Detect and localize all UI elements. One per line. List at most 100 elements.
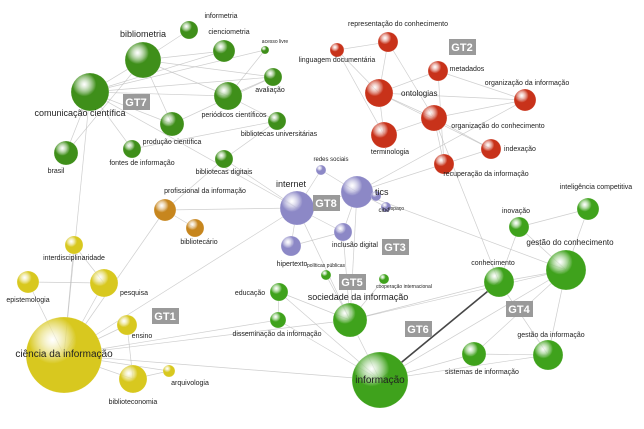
node-ic[interactable] [576, 197, 600, 221]
label-ensino: ensino [132, 333, 153, 340]
node-ci[interactable] [25, 316, 103, 394]
node-redes[interactable] [315, 164, 327, 176]
label-infomet: informetria [204, 13, 237, 20]
node-bibd[interactable] [214, 149, 234, 169]
group-tag-label: GT2 [451, 42, 472, 54]
node-info[interactable] [351, 351, 409, 409]
node-arqui[interactable] [162, 364, 176, 378]
label-repc: representação do conhecimento [348, 21, 448, 28]
node-coi[interactable] [378, 273, 390, 285]
node-gi[interactable] [532, 339, 564, 371]
node-pesq[interactable] [89, 268, 119, 298]
node-hiper[interactable] [280, 235, 302, 257]
label-cienc: cienciometria [208, 29, 249, 36]
node-inov[interactable] [508, 216, 530, 238]
node-incl[interactable] [333, 222, 353, 242]
group-tag-label: GT5 [341, 277, 362, 289]
node-lingd[interactable] [329, 42, 345, 58]
node-gc[interactable] [545, 249, 587, 291]
node-infomet[interactable] [179, 20, 199, 40]
group-tag-gt7: GT7 [123, 94, 150, 110]
edge-internet-comc [89, 91, 298, 209]
node-inter[interactable] [64, 235, 84, 255]
node-tics[interactable] [340, 175, 374, 209]
node-fontes[interactable] [122, 139, 142, 159]
node-brasil[interactable] [53, 140, 79, 166]
group-tag-box [506, 301, 533, 317]
label-bibd: bibliotecas digitais [196, 169, 253, 176]
group-tag-gt8: GT8 [313, 195, 340, 211]
node-dissem[interactable] [269, 311, 287, 329]
label-tics: tics [375, 187, 389, 197]
label-gi: gestão da informação [517, 332, 584, 339]
label-recup: recuperação da informação [443, 171, 528, 178]
label-inov: inovação [502, 208, 530, 215]
label-acesso: acesso livre [262, 39, 289, 45]
label-index: indexação [504, 146, 536, 153]
node-ensino[interactable] [116, 314, 138, 336]
label-bibliot: bibliotecário [180, 239, 217, 246]
group-tag-label: GT4 [508, 304, 530, 316]
node-biblio[interactable] [118, 364, 148, 394]
group-tag-gt6: GT6 [405, 321, 432, 337]
label-perc: periódicos científicos [202, 112, 267, 119]
node-comc[interactable] [70, 72, 110, 112]
label-pesq: pesquisa [120, 290, 148, 297]
group-tag-gt1: GT1 [152, 308, 179, 324]
edge-info-gc [379, 269, 567, 381]
label-aval: avaliação [255, 87, 285, 94]
edge-orgc-orgi [433, 99, 526, 119]
node-cienc[interactable] [212, 39, 236, 63]
group-tag-label: GT1 [154, 311, 175, 323]
node-bibliot[interactable] [185, 218, 205, 238]
node-meta[interactable] [427, 60, 449, 82]
node-bibu[interactable] [267, 111, 287, 131]
node-cib[interactable] [370, 190, 382, 202]
node-repc[interactable] [377, 31, 399, 53]
label-pp: políticas públicas [307, 263, 346, 269]
node-orgc[interactable] [420, 104, 448, 132]
node-bib[interactable] [124, 41, 162, 79]
nodes-layer [16, 20, 600, 409]
group-tag-box [123, 94, 150, 110]
label-fontes: fontes de informação [109, 160, 174, 167]
label-orgi: organização da informação [485, 80, 570, 87]
node-perc[interactable] [213, 81, 243, 111]
edge-comc-acesso [89, 49, 266, 93]
edge-bib-brasil [65, 59, 144, 154]
node-produc[interactable] [159, 111, 185, 137]
node-aval[interactable] [263, 67, 283, 87]
label-orgc: organização do conhecimento [451, 123, 545, 130]
node-pp[interactable] [320, 269, 332, 281]
node-orgi[interactable] [513, 88, 537, 112]
node-internet[interactable] [279, 190, 315, 226]
node-educ[interactable] [269, 282, 289, 302]
label-si: sistemas de informação [445, 369, 519, 376]
label-soc: sociedade da informação [308, 292, 409, 302]
label-ic: inteligência competitiva [560, 184, 632, 191]
node-index[interactable] [480, 138, 502, 160]
labels-layer: ciência da informaçãoinformaçãosociedade… [6, 13, 632, 406]
node-soc[interactable] [332, 302, 368, 338]
group-tag-box [449, 39, 476, 55]
group-tag-box [339, 274, 366, 290]
edge-soc-conh [349, 281, 500, 321]
node-espaco[interactable] [380, 201, 392, 213]
node-recup[interactable] [433, 153, 455, 175]
node-profi[interactable] [153, 198, 177, 222]
edge-soc-internet [296, 207, 351, 321]
group-tag-label: GT8 [315, 198, 336, 210]
node-ontol[interactable] [364, 78, 394, 108]
group-tag-box [152, 308, 179, 324]
label-educ: educação [235, 290, 265, 297]
node-si[interactable] [461, 341, 487, 367]
edge-profi-bibd [164, 158, 225, 211]
group-tag-label: GT7 [125, 97, 146, 109]
node-epist[interactable] [16, 270, 40, 294]
node-conh[interactable] [483, 266, 515, 298]
edge-bib-aval [142, 59, 274, 78]
node-termi[interactable] [370, 121, 398, 149]
edge-ci-soc [63, 319, 351, 356]
node-acesso[interactable] [260, 45, 270, 55]
group-tag-label: GT3 [384, 242, 405, 254]
